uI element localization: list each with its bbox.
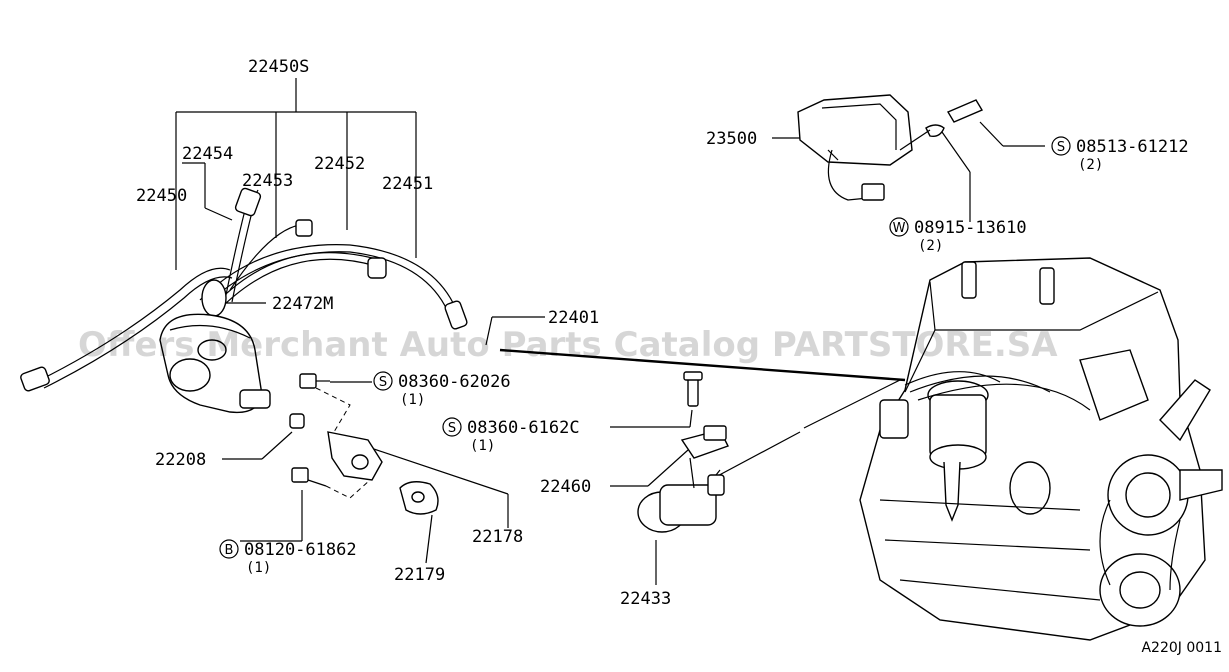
part-label-22450: 22450 (136, 186, 187, 206)
control-module (797, 94, 984, 201)
fastener-symbol-circle (219, 539, 239, 559)
fastener-part-08360-6162C: 08360-6162C (467, 418, 580, 438)
part-label-22178: 22178 (472, 527, 523, 547)
part-label-22454: 22454 (182, 144, 233, 164)
fastener-symbol-08915-13610: W (893, 221, 906, 236)
engine-illustration (859, 257, 1223, 641)
fastener-symbol-circle (889, 217, 909, 237)
fastener-qty-08513-61212: (2) (1078, 157, 1103, 173)
part-label-22179: 22179 (394, 565, 445, 585)
hardware-distributor (289, 373, 439, 515)
fastener-qty-08360-6162C: (1) (470, 438, 495, 454)
part-label-22401: 22401 (548, 308, 599, 328)
fastener-symbol-08513-61212: S (1057, 140, 1065, 155)
fastener-symbol-circle (1051, 136, 1071, 156)
fastener-symbol-circle (373, 371, 393, 391)
spark-plug-wire-set (20, 187, 468, 392)
part-labels: 22450S 22454 22453 22452 22451 22450 224… (136, 57, 757, 609)
figure-reference: A220J 0011 (1141, 640, 1222, 656)
fastener-part-08120-61862: 08120-61862 (244, 540, 357, 560)
part-label-22208: 22208 (155, 450, 206, 470)
part-label-22460: 22460 (540, 477, 591, 497)
fastener-symbol-08360-62026: S (379, 375, 387, 390)
leader-lines (175, 78, 1045, 585)
part-label-22433: 22433 (620, 589, 671, 609)
fastener-part-08513-61212: 08513-61212 (1076, 137, 1189, 157)
fastener-part-08360-62026: 08360-62026 (398, 372, 511, 392)
distributor (159, 313, 271, 414)
part-label-22450S: 22450S (248, 57, 309, 77)
sensor-assembly (637, 371, 729, 533)
fastener-symbol-08120-61862: B (225, 543, 234, 558)
part-label-23500: 23500 (706, 129, 757, 149)
fastener-symbol-08360-6162C: S (448, 421, 456, 436)
fastener-qty-08120-61862: (1) (246, 560, 271, 576)
watermark-text: Offers Merchant Auto Parts Catalog PARTS… (78, 325, 1058, 365)
part-label-22472M: 22472M (272, 294, 333, 314)
fastener-symbol-circle (442, 417, 462, 437)
part-label-22452: 22452 (314, 154, 365, 174)
part-label-22453: 22453 (242, 171, 293, 191)
part-label-22451: 22451 (382, 174, 433, 194)
fastener-qty-08915-13610: (2) (918, 238, 943, 254)
fastener-part-08915-13610: 08915-13610 (914, 218, 1027, 238)
fastener-labels: S 08360-62026 (1) S 08360-6162C (1) B 08… (219, 136, 1189, 576)
fastener-qty-08360-62026: (1) (400, 392, 425, 408)
